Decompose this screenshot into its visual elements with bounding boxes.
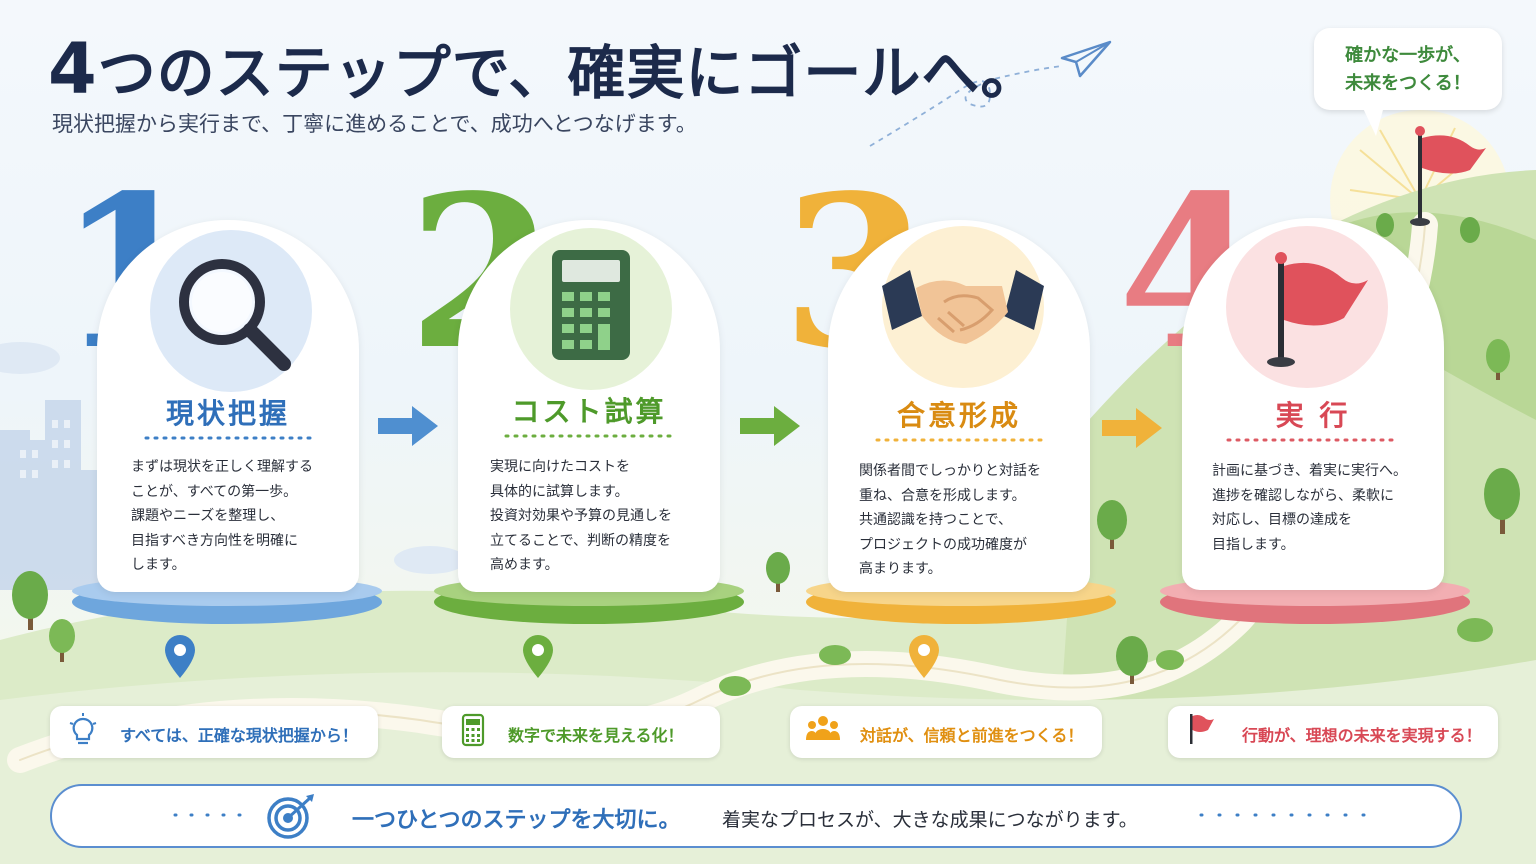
step-1-body-line: まずは現状を正しく理解する — [131, 459, 313, 475]
step-3-body-line: 共通認識を持つことで、 — [859, 512, 1013, 528]
step-3-body-line: 重ね、合意を形成します。 — [859, 487, 1026, 504]
step-3-body-line: プロジェクトの成功確度が — [859, 536, 1027, 553]
step-2-body-line: 立てることで、判断の精度を — [490, 532, 672, 549]
step-1-callout-text: すべては、正確な現状把握から！ — [120, 726, 358, 745]
step-2-body-line: 実現に向けたコストを — [490, 459, 630, 475]
step-2-title-dots — [504, 434, 672, 438]
step-1-body-line: 課題やニーズを整理し、 — [131, 508, 285, 524]
step-4-body: 計画に基づき、着実に実行へ。 進捗を確認しながら、柔軟に 対応し、目標の達成を … — [1212, 459, 1422, 557]
step-1-body-line: ことが、すべての第一歩。 — [131, 483, 298, 500]
step-4-body-line: 計画に基づき、着実に実行へ。 — [1212, 463, 1408, 479]
step-2-title: コスト試算 — [511, 395, 667, 428]
step-arrow-1-2 — [378, 406, 438, 446]
step-3-title-dots — [875, 438, 1043, 442]
page-subtitle: 現状把握から実行まで、丁寧に進めることで、成功へとつなげます。 — [52, 112, 697, 136]
step-arrow-2-3 — [740, 406, 800, 446]
calculator-icon — [461, 713, 485, 747]
step-3-icon-disc — [882, 226, 1044, 388]
top-bubble-tail — [1362, 106, 1384, 136]
step-1-icon-disc — [150, 230, 312, 392]
step-2-callout-text: 数字で未来を見える化！ — [508, 726, 684, 745]
step-3-body-line: 関係者間でしっかりと対話を — [859, 463, 1041, 479]
top-speech-bubble: 確かな一歩が、 未来をつくる！ — [1314, 28, 1502, 110]
step-4-title-dots — [1226, 438, 1394, 442]
step-3-title: 合意形成 — [896, 399, 1021, 432]
step-1-title-dots — [144, 436, 312, 440]
step-1-body-line: 目指すべき方向性を明確に — [131, 532, 299, 549]
step-4-title: 実 行 — [1275, 399, 1351, 432]
step-1-body: まずは現状を正しく理解する ことが、すべての第一歩。 課題やニーズを整理し、 目… — [131, 455, 341, 578]
footer-dots-right — [1199, 813, 1374, 817]
top-bubble-line-2: 未来をつくる！ — [1345, 73, 1471, 94]
footer-strong-text: 一つひとつのステップを大切に。 — [352, 808, 681, 833]
flag-icon — [1267, 252, 1368, 367]
step-4-body-line: 進捗を確認しながら、柔軟に — [1212, 487, 1394, 504]
map-pin-icon — [523, 635, 553, 678]
step-4-body-line: 対応し、目標の達成を — [1212, 512, 1352, 528]
calculator-icon — [552, 250, 630, 360]
step-4-icon-disc — [1226, 226, 1388, 388]
step-3-body-line: 高まります。 — [859, 561, 942, 577]
footer-normal-text: 着実なプロセスが、大きな成果につながります。 — [722, 809, 1138, 831]
step-arrow-3-4 — [1102, 408, 1162, 448]
people-group-icon — [806, 716, 840, 740]
title-text: つのステップで、確実にゴールへ。 — [97, 39, 1040, 107]
target-icon — [267, 794, 314, 839]
step-3-callout — [790, 706, 1102, 758]
magnifier-icon — [179, 259, 291, 371]
flag-icon — [1190, 714, 1214, 744]
map-pin-icon — [909, 635, 939, 678]
step-2-icon-disc — [510, 228, 672, 390]
step-1-title: 現状把握 — [165, 397, 290, 430]
page-title: 4つのステップで、確実にゴールへ。 — [48, 26, 1039, 110]
footer-dots-left — [173, 813, 252, 817]
title-number: 4 — [48, 28, 98, 110]
step-1-callout — [50, 706, 378, 758]
step-2-body: 実現に向けたコストを 具体的に試算します。 投資対効果や予算の見通しを 立てるこ… — [490, 455, 700, 578]
step-4-callout-text: 行動が、理想の未来を実現する！ — [1242, 726, 1482, 745]
handshake-icon — [882, 270, 1044, 344]
top-bubble-line-1: 確かな一歩が、 — [1345, 45, 1471, 66]
step-1-body-line: します。 — [131, 557, 186, 573]
step-4-callout — [1168, 706, 1498, 758]
step-2-body-line: 高めます。 — [490, 557, 559, 573]
step-3-callout-text: 対話が、信頼と前進をつくる！ — [860, 726, 1084, 745]
lightbulb-icon — [69, 713, 97, 745]
step-3-body: 関係者間でしっかりと対話を 重ね、合意を形成します。 共通認識を持つことで、 プ… — [859, 459, 1069, 582]
step-2-body-line: 具体的に試算します。 — [490, 483, 629, 500]
step-4-body-line: 目指します。 — [1212, 536, 1295, 553]
step-2-callout — [442, 706, 720, 758]
map-pin-icon — [165, 635, 195, 678]
step-2-body-line: 投資対効果や予算の見通しを — [490, 508, 672, 524]
